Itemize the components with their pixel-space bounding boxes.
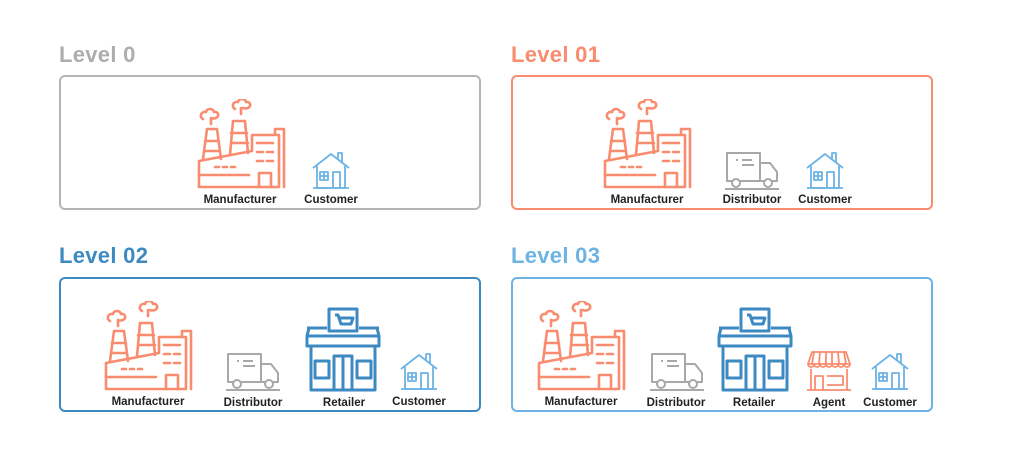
house-icon: [311, 150, 351, 190]
agent-label: Agent: [812, 397, 846, 409]
level-01-title: Level 01: [511, 42, 601, 67]
distributor-label: Distributor: [646, 397, 706, 409]
house-icon: [870, 351, 910, 391]
truck-icon: [724, 150, 780, 190]
manufacturer-label: Manufacturer: [610, 194, 684, 206]
customer-label: Customer: [392, 396, 446, 408]
manufacturer-label: Manufacturer: [111, 396, 185, 408]
level-03-panel: Manufacturer Distributor Retailer Agent …: [511, 277, 933, 412]
store-cart-icon: [717, 306, 793, 392]
retailer-label: Retailer: [732, 397, 776, 409]
distributor-label: Distributor: [722, 194, 782, 206]
house-icon: [805, 150, 845, 190]
customer-label: Customer: [304, 194, 358, 206]
manufacturer-label: Manufacturer: [203, 194, 277, 206]
level-0-title: Level 0: [59, 42, 136, 67]
customer-label: Customer: [798, 194, 852, 206]
retailer-label: Retailer: [322, 397, 366, 409]
factory-icon: [197, 99, 287, 189]
factory-icon: [603, 99, 693, 189]
level-0-panel: Manufacturer Customer: [59, 75, 481, 210]
shop-awning-icon: [806, 350, 852, 392]
level-01-panel: Manufacturer Distributor Customer: [511, 75, 933, 210]
distributor-label: Distributor: [223, 397, 283, 409]
store-cart-icon: [305, 306, 381, 392]
factory-icon: [104, 301, 194, 391]
customer-label: Customer: [863, 397, 917, 409]
house-icon: [399, 351, 439, 391]
manufacturer-label: Manufacturer: [544, 396, 618, 408]
level-03-title: Level 03: [511, 243, 601, 268]
truck-icon: [649, 351, 705, 391]
level-02-panel: Manufacturer Distributor Retailer Custom…: [59, 277, 481, 412]
truck-icon: [225, 351, 281, 391]
level-02-title: Level 02: [59, 243, 149, 268]
factory-icon: [537, 301, 627, 391]
